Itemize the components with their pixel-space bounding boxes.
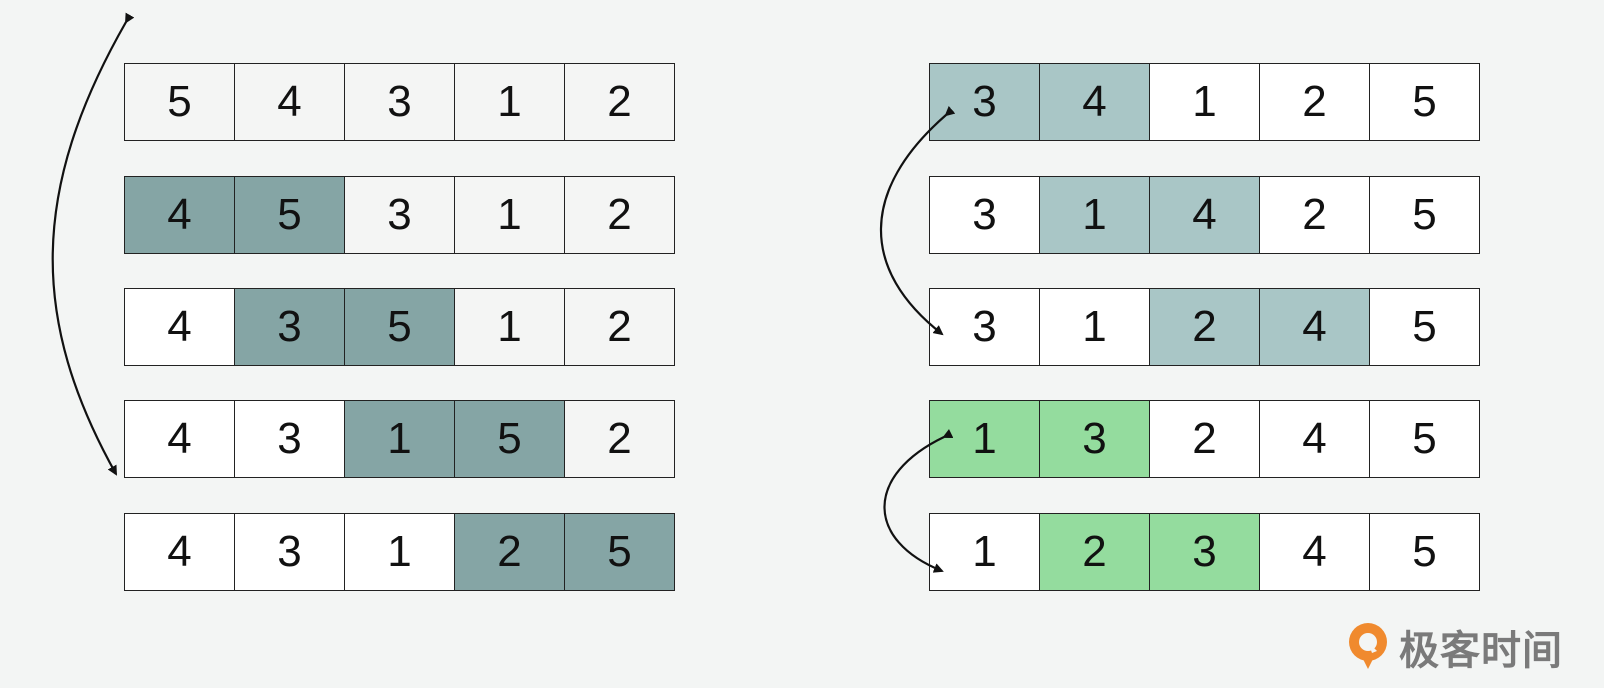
left-row-4-cell-5: 2 (564, 400, 675, 478)
left-row-4-cell-1: 4 (124, 400, 235, 478)
left-row-5-cell-1: 4 (124, 513, 235, 591)
left-row-1-cell-4: 1 (454, 63, 565, 141)
right-row-5-cell-4: 4 (1259, 513, 1370, 591)
left-row-2-cell-3: 3 (344, 176, 455, 254)
left-row-3-cell-5: 2 (564, 288, 675, 366)
left-row-5-cell-2: 3 (234, 513, 345, 591)
right-row-1-cell-3: 1 (1149, 63, 1260, 141)
right-row-2-cell-4: 2 (1259, 176, 1370, 254)
left-row-1-cell-3: 3 (344, 63, 455, 141)
left-row-3-cell-4: 1 (454, 288, 565, 366)
left-row-5-cell-3: 1 (344, 513, 455, 591)
left-curved-double-arrow (51, 12, 135, 476)
right-row-4-cell-3: 2 (1149, 400, 1260, 478)
right-row-1-cell-4: 2 (1259, 63, 1370, 141)
logo-text: 极客时间 (1399, 628, 1563, 674)
right-row-2-cell-5: 5 (1369, 176, 1480, 254)
left-row-5-cell-5: 5 (564, 513, 675, 591)
left-row-1-cell-1: 5 (124, 63, 235, 141)
right-row-5-cell-3: 3 (1149, 513, 1260, 591)
left-row-1-cell-2: 4 (234, 63, 345, 141)
left-row-2-cell-5: 2 (564, 176, 675, 254)
left-row-3-cell-3: 5 (344, 288, 455, 366)
left-row-5-cell-4: 2 (454, 513, 565, 591)
right-row-3-cell-2: 1 (1039, 288, 1150, 366)
right-row-3-cell-4: 4 (1259, 288, 1370, 366)
right-row-1-cell-5: 5 (1369, 63, 1480, 141)
right-row-4-cell-5: 5 (1369, 400, 1480, 478)
right-upper-curved-double-arrow (879, 105, 956, 336)
geektime-logo: 极客时间 (1345, 618, 1563, 676)
left-row-1-cell-5: 2 (564, 63, 675, 141)
right-row-2-cell-3: 4 (1149, 176, 1260, 254)
left-row-4-cell-4: 5 (454, 400, 565, 478)
right-row-1-cell-2: 4 (1039, 63, 1150, 141)
right-row-5-cell-2: 2 (1039, 513, 1150, 591)
geektime-logo-icon (1349, 623, 1387, 669)
right-row-2-cell-2: 1 (1039, 176, 1150, 254)
left-row-4-cell-2: 3 (234, 400, 345, 478)
right-row-3-cell-5: 5 (1369, 288, 1480, 366)
right-row-5-cell-5: 5 (1369, 513, 1480, 591)
left-row-4-cell-3: 1 (344, 400, 455, 478)
right-lower-curved-double-arrow (883, 429, 954, 573)
left-row-2-cell-4: 1 (454, 176, 565, 254)
left-row-2-cell-2: 5 (234, 176, 345, 254)
right-row-4-cell-2: 3 (1039, 400, 1150, 478)
right-row-3-cell-3: 2 (1149, 288, 1260, 366)
left-row-3-cell-2: 3 (234, 288, 345, 366)
